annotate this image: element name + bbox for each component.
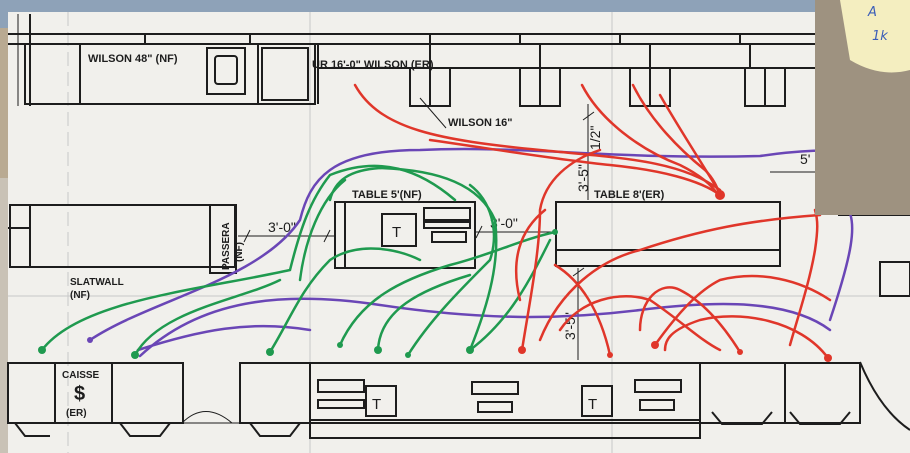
left-fixtures [8,204,237,274]
green-path-9 [298,178,347,282]
purple-paths [88,147,862,358]
sticky-note-line1: A [867,5,877,20]
dim-3-0-left: 3'-0" [268,219,296,235]
purple-path-2 [138,297,832,358]
leader-wilson-16 [419,97,447,129]
dim-3-5-upper: 3'-5" [575,164,591,192]
red-path-9 [653,274,832,347]
red-path-2 [428,138,722,197]
label-caisse-er: (ER) [66,408,87,419]
purple-path-1 [88,147,862,342]
sticky-note: A 1k [815,0,910,215]
label-wilson-48: WILSON 48" (NF) [88,53,178,65]
t-marker-counter-left: T [372,396,381,413]
red-path-6 [520,148,602,352]
sticky-note-line2: 1k [872,29,888,44]
label-wilson-16-0: UR 16'-0" WILSON (ER) [312,59,434,71]
green-path-2 [133,278,282,357]
path-endpoints [38,190,832,362]
green-path-3 [268,247,422,354]
dim-line-mid [475,225,556,239]
label-slatwall: SLATWALL [70,277,124,288]
dim-5-partial: 5' [800,151,810,167]
dim-1-2: 1/2" [587,126,603,150]
label-passera: PASSERA [221,222,232,270]
wilson-legs [409,67,786,107]
purple-path-3 [136,324,312,352]
t-marker-table-5: T [392,224,401,241]
red-path-5 [658,93,720,192]
red-path-13 [558,295,722,352]
red-path-10 [638,286,742,354]
red-path-1 [353,83,722,192]
red-path-3 [580,83,720,197]
dim-3-0-mid: 3'-0" [490,215,518,231]
wall-segments [79,34,751,104]
bottom-counter [7,362,861,439]
label-wilson-16: WILSON 16" [448,117,513,129]
red-path-8 [553,263,612,357]
green-path-7 [328,166,498,352]
red-path-12 [663,315,830,360]
label-passera-nf: (NF) [234,242,245,262]
label-caisse: CAISSE [62,370,100,381]
t-marker-counter-right: T [588,396,597,413]
table-5 [334,201,476,269]
green-paths [40,164,557,357]
top-wall [8,14,820,106]
green-path-5 [376,273,472,352]
red-paths [353,83,832,360]
label-slatwall-nf: (NF) [70,290,90,301]
label-table-8: TABLE 8'(ER) [594,189,665,201]
red-path-14 [514,208,547,302]
dim-3-5-lower: 3'-5" [562,312,578,340]
red-path-11 [788,208,819,347]
label-caisse-dollar: $ [74,383,85,405]
red-path-7 [538,213,822,342]
wall-fixture [206,47,309,101]
green-path-8 [468,238,552,352]
counter-fixtures [317,379,682,417]
label-table-5: TABLE 5'(NF) [352,189,422,201]
